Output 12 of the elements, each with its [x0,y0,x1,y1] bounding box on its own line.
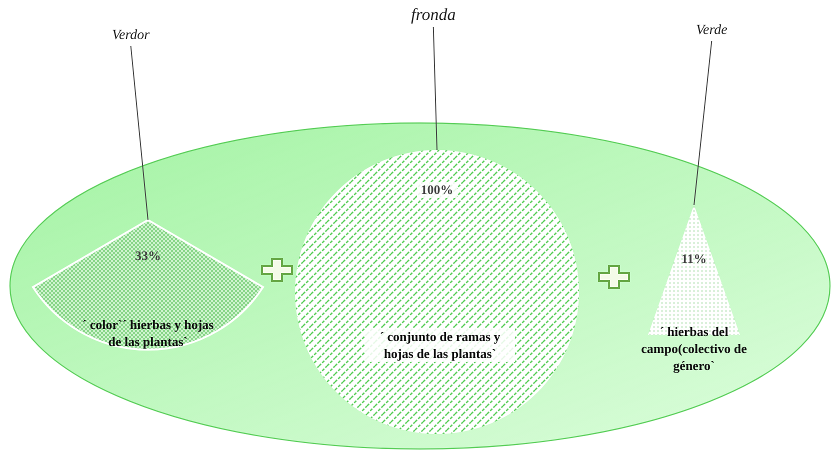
leader-label: Verde [696,23,728,39]
description-text: ´ conjunto de ramas y hojas de las plantas` [365,328,515,362]
leader-line [694,40,712,206]
percentage-label: 33% [134,248,162,264]
percentage-label: 11% [680,251,708,267]
leader-label: fronda [411,5,456,25]
percentage-label: 100% [417,182,457,198]
leader-label: Verdor [112,28,150,44]
leader-line [432,26,438,150]
leader-line [130,46,148,220]
description-text: ´ color`´ hierbas y hojas de las plantas` [81,316,215,350]
description-text: ´ hierbas del campo(colectivo de género` [640,323,748,374]
